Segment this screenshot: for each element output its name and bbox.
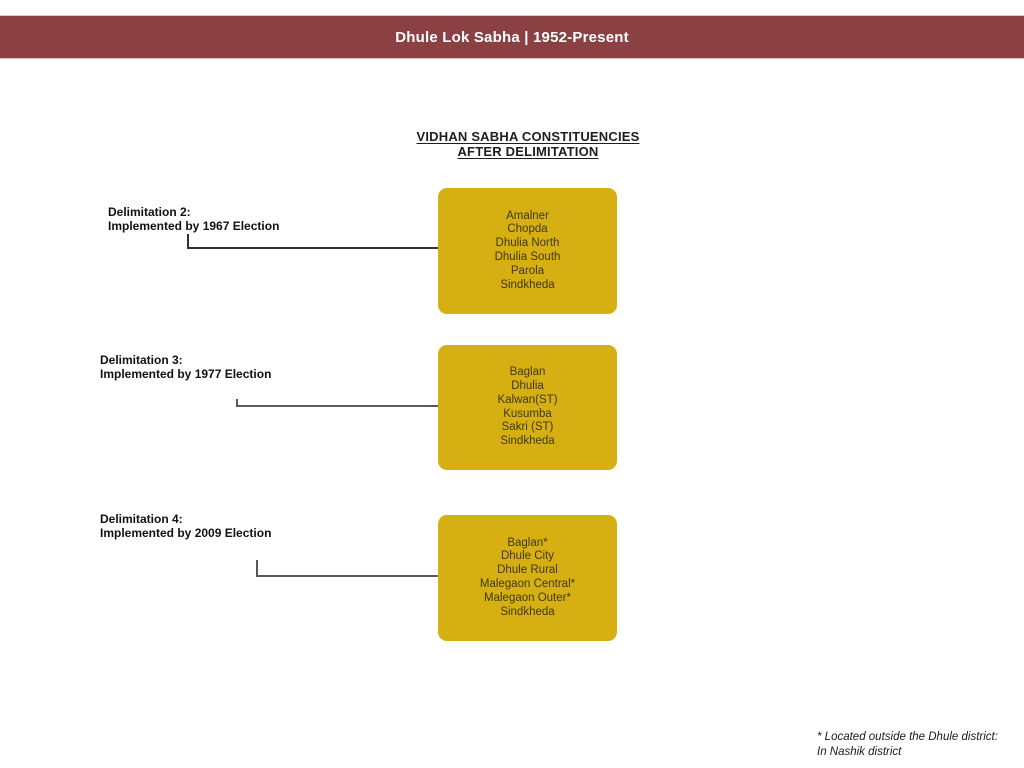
connector-line-3 <box>256 560 438 577</box>
constituency-item: Parola <box>510 264 545 277</box>
footnote: * Located outside the Dhule district: In… <box>817 730 1017 760</box>
constituency-item: Kusumba <box>503 407 552 420</box>
delimitation-3-label: Delimitation 3: Implemented by 1977 Elec… <box>100 353 272 381</box>
delimitation-4-label-line2: Implemented by 2009 Election <box>100 525 272 540</box>
section-heading: VIDHAN SABHA CONSTITUENCIES AFTER DELIMI… <box>328 129 728 159</box>
page-title: Dhule Lok Sabha | 1952-Present <box>395 28 629 46</box>
constituency-item: Dhulia North <box>495 237 560 250</box>
delimitation-3-label-line1: Delimitation 3: <box>100 353 183 367</box>
section-heading-line2: AFTER DELIMITATION <box>457 144 599 159</box>
footnote-line1: * Located outside the Dhule district: <box>817 731 998 743</box>
delimitation-2-label: Delimitation 2: Implemented by 1967 Elec… <box>108 205 280 233</box>
connector-line-1 <box>187 234 438 249</box>
constituency-item: Sindkheda <box>500 435 555 448</box>
delimitation-4-label-line1: Delimitation 4: <box>100 512 183 526</box>
delimitation-3-label-line2: Implemented by 1977 Election <box>100 366 272 381</box>
delimitation-2-label-line2: Implemented by 1967 Election <box>108 218 280 233</box>
constituency-item: Chopda <box>507 223 548 236</box>
constituency-item: Baglan <box>509 366 546 379</box>
constituency-item: Malegaon Outer* <box>484 591 571 604</box>
constituency-item: Dhulia South <box>494 251 561 263</box>
constituency-item: Dhulia <box>511 379 544 392</box>
constituency-item: Amalner <box>506 209 549 222</box>
constituency-box-1967: Amalner Chopda Dhulia North Dhulia South… <box>438 188 617 314</box>
constituency-item: Sindkheda <box>500 278 555 291</box>
constituency-box-2009: Baglan* Dhule City Dhule Rural Malegaon … <box>438 515 617 641</box>
constituency-box-1977: Baglan Dhulia Kalwan(ST) Kusumba Sakri (… <box>438 345 617 470</box>
footnote-line2: In Nashik district <box>817 746 902 758</box>
constituency-item: Baglan* <box>507 536 548 549</box>
constituency-item: Malegaon Central* <box>479 578 576 590</box>
constituency-item: Dhule Rural <box>497 564 558 577</box>
delimitation-4-label: Delimitation 4: Implemented by 2009 Elec… <box>100 512 272 540</box>
header-bar: Dhule Lok Sabha | 1952-Present <box>0 15 1024 59</box>
constituency-item: Sindkheda <box>500 605 555 618</box>
connector-line-2 <box>236 399 438 407</box>
delimitation-2-label-line1: Delimitation 2: <box>108 205 191 219</box>
constituency-item: Kalwan(ST) <box>497 393 558 406</box>
section-heading-line1: VIDHAN SABHA CONSTITUENCIES <box>416 129 640 144</box>
constituency-item: Dhule City <box>500 550 555 563</box>
constituency-item: Sakri (ST) <box>501 421 554 434</box>
